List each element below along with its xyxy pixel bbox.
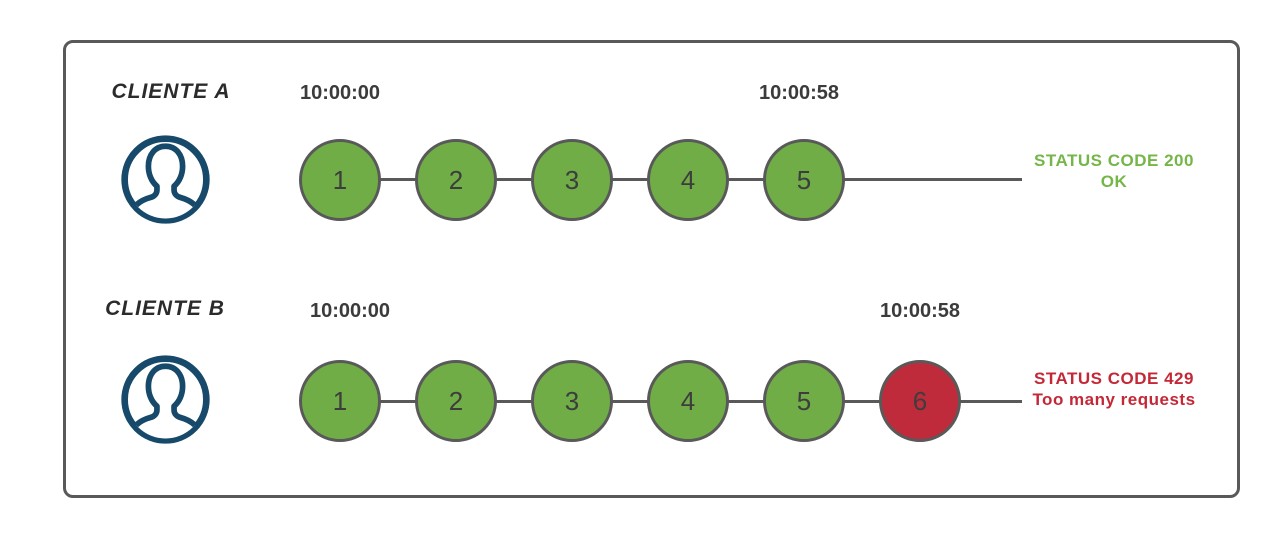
client-b-status: STATUS CODE 429 Too many requests — [1026, 368, 1202, 410]
request-number: 4 — [680, 164, 696, 195]
request-number: 1 — [332, 385, 348, 416]
diagram-frame — [63, 40, 1240, 498]
request-circle-b6: 6 — [879, 360, 961, 442]
user-avatar-icon — [121, 355, 210, 444]
client-a-end-time: 10:00:58 — [758, 82, 840, 104]
request-circle-a1: 1 — [299, 139, 381, 221]
request-circle-b3: 3 — [531, 360, 613, 442]
request-number: 4 — [680, 385, 696, 416]
client-a-avatar — [118, 132, 213, 227]
client-b-avatar — [118, 352, 213, 447]
request-circle-b2: 2 — [415, 360, 497, 442]
request-circle-a2: 2 — [415, 139, 497, 221]
user-avatar-icon — [121, 135, 210, 224]
request-circle-a3: 3 — [531, 139, 613, 221]
client-a-label: CLIENTE A — [111, 80, 231, 103]
request-circle-b4: 4 — [647, 360, 729, 442]
request-number: 5 — [796, 385, 812, 416]
client-a-status: STATUS CODE 200 OK — [1026, 150, 1202, 192]
request-number: 3 — [564, 164, 580, 195]
request-number: 1 — [332, 164, 348, 195]
request-number: 5 — [796, 164, 812, 195]
status-message-line: Too many requests — [1032, 390, 1196, 409]
status-message-line: OK — [1100, 172, 1128, 191]
request-circle-b1: 1 — [299, 360, 381, 442]
status-code-line: STATUS CODE 429 — [1034, 369, 1194, 388]
request-circle-a4: 4 — [647, 139, 729, 221]
status-code-line: STATUS CODE 200 — [1034, 151, 1194, 170]
client-b-start-time: 10:00:00 — [309, 300, 391, 322]
client-b-label: CLIENTE B — [105, 297, 225, 320]
client-b-end-time: 10:00:58 — [879, 300, 961, 322]
request-circle-b5: 5 — [763, 360, 845, 442]
request-circle-a5: 5 — [763, 139, 845, 221]
request-number: 3 — [564, 385, 580, 416]
request-number: 2 — [448, 164, 464, 195]
request-number: 6 — [912, 385, 928, 416]
request-number: 2 — [448, 385, 464, 416]
client-a-start-time: 10:00:00 — [299, 82, 381, 104]
